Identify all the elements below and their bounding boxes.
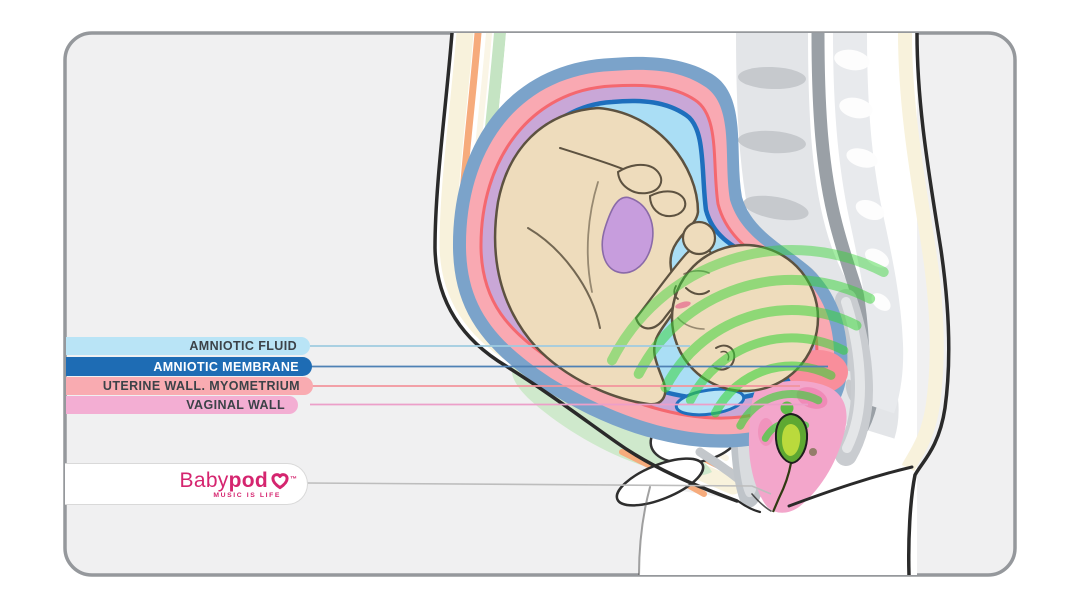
label-vaginal-wall: VAGINAL WALL xyxy=(66,396,298,414)
leader-lines xyxy=(306,345,828,495)
leg-crease xyxy=(586,181,599,293)
vaginal-shadow-dot xyxy=(809,448,817,456)
body-outlines xyxy=(433,33,951,575)
back-skin-layer xyxy=(898,33,944,472)
sound-wave-arc xyxy=(736,390,823,430)
label-uterine-wall: UTERINE WALL. MYOMETRIUM xyxy=(66,377,313,395)
brow xyxy=(683,270,710,275)
fetus-foot xyxy=(648,190,687,218)
thigh-crease xyxy=(527,227,601,329)
device-glow-dot xyxy=(780,401,794,415)
gluteal-fold xyxy=(787,465,914,508)
label-amniotic-fluid: AMNIOTIC FLUID xyxy=(66,337,310,355)
clipped-anatomy xyxy=(306,33,951,575)
label-amniotic-membrane: AMNIOTIC MEMBRANE xyxy=(66,357,312,376)
sound-wave-arc xyxy=(710,361,836,418)
brand-tagline: MUSIC IS LIFE xyxy=(213,491,281,499)
umbilical-cord xyxy=(601,196,654,274)
thigh-front-line xyxy=(638,486,651,575)
sound-wave-arc xyxy=(685,333,849,405)
fetus-foot xyxy=(616,163,663,195)
brand-word-bold: pod xyxy=(228,468,268,492)
vulva-line xyxy=(751,493,772,512)
leader-babypod xyxy=(306,482,772,495)
device-cord xyxy=(771,462,793,513)
vulva-line xyxy=(736,499,762,514)
device-highlight xyxy=(782,424,801,456)
babypod-heart-icon xyxy=(271,472,289,489)
sound-wave-arc xyxy=(660,305,862,393)
closed-eye xyxy=(685,287,710,296)
heart-glyph xyxy=(271,472,289,489)
sound-wave-arc xyxy=(607,244,889,366)
legs-silhouette xyxy=(639,467,915,575)
sound-wave-arc xyxy=(633,275,876,379)
trademark-symbol: ™ xyxy=(290,475,297,483)
back-outline xyxy=(907,33,951,575)
brand-word-light: Baby xyxy=(179,468,229,492)
spinous-processes xyxy=(834,49,891,311)
sound-waves xyxy=(607,244,889,442)
lips xyxy=(675,301,691,309)
belly-outline xyxy=(433,33,739,503)
nose xyxy=(673,285,679,300)
fetus-hand xyxy=(681,220,717,256)
